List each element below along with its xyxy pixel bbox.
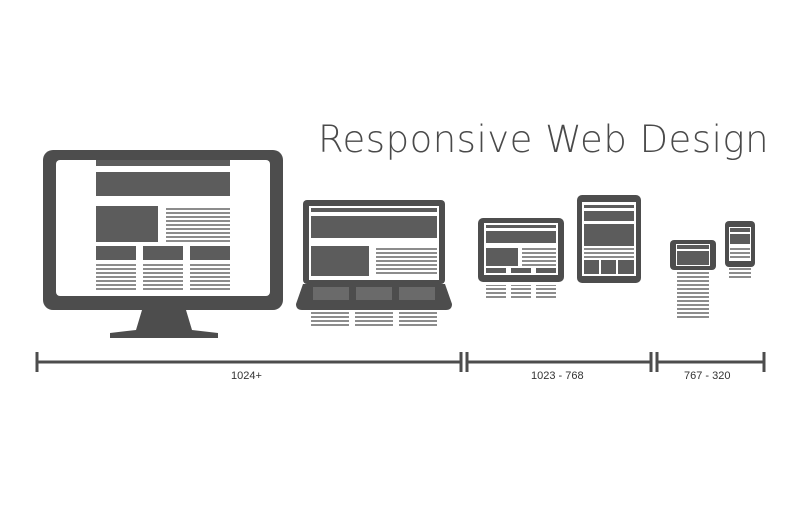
phone-portrait-icon	[725, 221, 755, 280]
range-label-tablet: 1023 - 768	[531, 370, 584, 382]
laptop-icon	[296, 200, 452, 326]
page-title: Responsive Web Design	[318, 118, 770, 161]
tablet-landscape-icon	[478, 218, 564, 299]
desktop-monitor-icon	[43, 150, 283, 338]
phone-landscape-icon	[670, 240, 716, 320]
range-label-mobile: 767 - 320	[684, 370, 731, 382]
range-ruler	[35, 352, 766, 372]
tablet-portrait-icon	[577, 195, 641, 283]
range-label-desktop: 1024+	[231, 370, 262, 382]
